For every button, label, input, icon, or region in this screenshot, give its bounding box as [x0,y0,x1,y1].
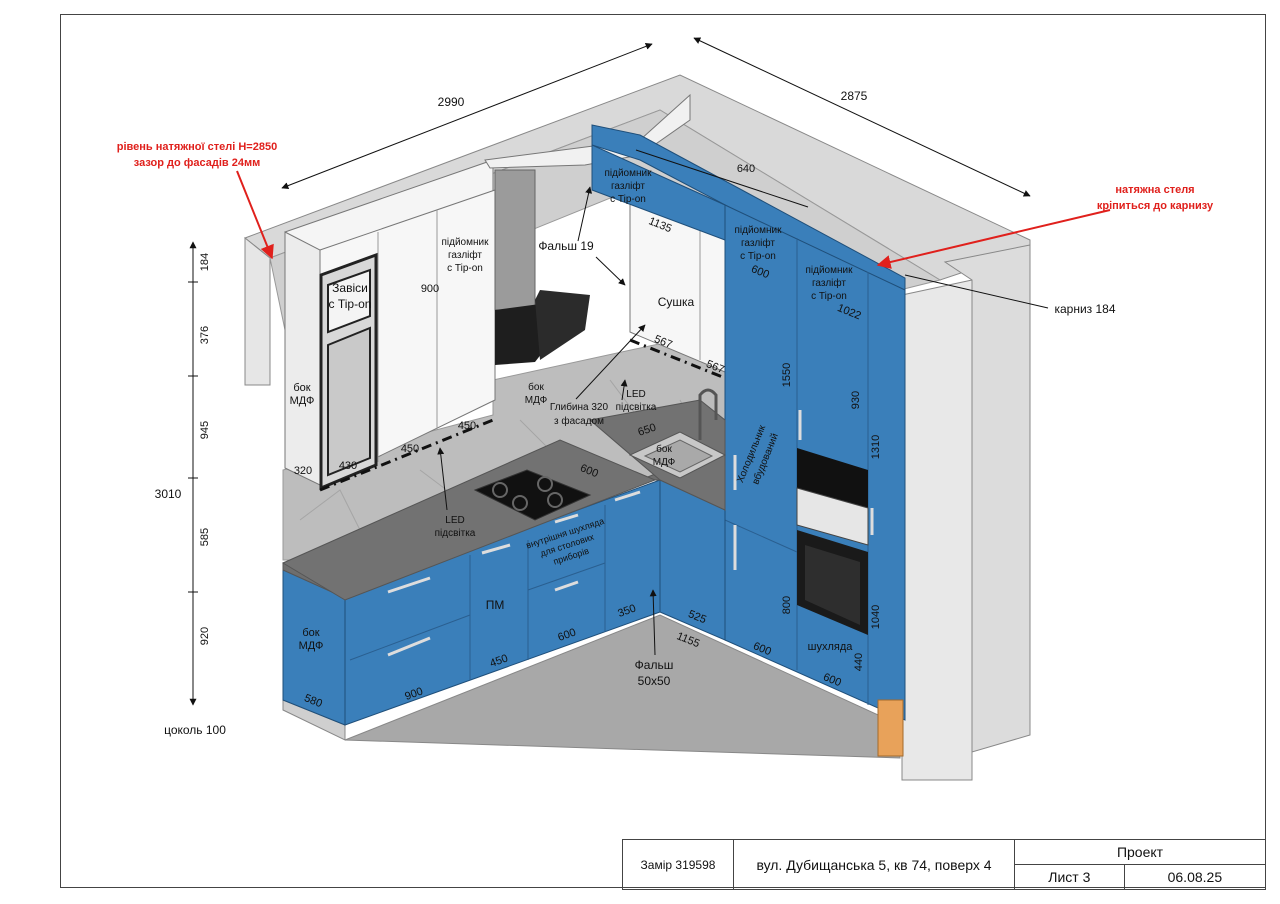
m-1040: 1040 [870,605,882,629]
leader-lines [437,186,657,656]
gaslift-d-1: підйомник [806,265,854,276]
side-mdf-low-2: МДФ [299,640,324,652]
m-450-low: 450 [488,652,509,670]
m-600-low: 600 [556,626,577,644]
led-a-2: підсвітка [616,402,657,413]
led-lines [319,338,726,492]
m-320: 320 [294,465,312,477]
hinges-label-1: Завіси [332,281,368,295]
gaslift-c-3: с Tip-on [740,251,776,262]
gaslift-b-1: підйомник [605,168,653,179]
dryer-label: Сушка [658,295,695,309]
red-arrows [236,170,1111,269]
drawer-label: шухляда [808,641,854,653]
base-cabinets [282,479,726,726]
gaslift-a-2: газліфт [448,249,482,261]
gaslift-b-3: с Tip-on [610,194,646,205]
hinges-label-2: с Tip-on [329,297,372,311]
m-440: 440 [853,653,865,671]
ceiling-cornice-note-1: натяжна стеля [1115,184,1194,196]
order-number: Замір 319598 [622,839,734,890]
m-930: 930 [850,391,862,409]
side-mdf-mid-2: МДФ [525,395,548,406]
dim-184: 184 [199,253,211,271]
falsh50-1: Фальш [635,658,674,672]
dimension-lines [188,37,1049,706]
date: 06.08.25 [1123,864,1267,890]
dimension-texts: 2990 2875 3010 184 376 945 585 920 цокол… [155,89,868,737]
m-430: 430 [339,460,357,472]
led-a-1: LED [626,389,645,400]
dim-945: 945 [199,421,211,439]
depth-label-2: з фасадом [554,415,604,427]
side-mdf-low-1: бок [302,627,319,639]
falsh19-label: Фальш 19 [538,239,594,253]
led-b-2: підсвітка [435,528,476,539]
gaslift-a-3: с Tip-on [447,263,483,274]
gas-hob [473,469,592,521]
address: вул. Дубищанська 5, кв 74, поверх 4 [733,839,1015,890]
m-450b: 450 [458,420,476,432]
gaslift-d-3: с Tip-on [811,291,847,302]
sheet-number: Лист 3 [1014,864,1125,890]
m-350: 350 [616,602,637,620]
m-650: 650 [636,422,657,439]
dim-2875: 2875 [841,89,868,103]
measure-texts: 900 450 450 430 320 640 1135 600 1022 56… [294,163,882,710]
plinth-label: цоколь 100 [164,723,226,737]
upper-white-cabinets [284,159,496,491]
title-block: Замір 319598 вул. Дубищанська 5, кв 74, … [622,839,1267,890]
side-mdf-sink-2: МДФ [653,457,676,468]
gaslift-b-2: газліфт [611,180,645,192]
depth-label-1: Глибина 320 [550,401,609,413]
ceiling-level-note-2: зазор до фасадів 24мм [134,157,261,169]
m-900-top: 900 [421,283,439,295]
m-900-low: 900 [403,685,424,703]
m-1310: 1310 [870,435,882,459]
side-mdf-sink-1: бок [656,443,672,455]
dim-2990: 2990 [438,95,465,109]
cornice-label: карниз 184 [1054,302,1115,316]
side-mdf-upper-2: МДФ [290,395,315,407]
m-450a: 450 [401,443,419,455]
side-mdf-upper-1: бок [293,382,310,394]
dishwasher-label: ПМ [486,598,505,612]
side-mdf-mid-1: бок [528,381,544,393]
ceiling-level-note-1: рівень натяжної стелі Н=2850 [117,141,277,153]
ceiling-cornice-note-2: кріпиться до карнизу [1097,200,1214,212]
m-1550: 1550 [781,363,793,387]
stage: Проект [1014,839,1266,865]
falsh50-2: 50х50 [638,674,671,688]
upper-blue-cabinets [591,124,906,721]
m-640: 640 [737,163,755,175]
m-800: 800 [781,596,793,614]
sink [628,388,727,479]
dim-3010: 3010 [155,487,182,501]
filler-panel [877,699,904,757]
gaslift-c-1: підйомник [735,225,783,236]
led-b-1: LED [445,515,464,526]
dim-376: 376 [199,326,211,344]
dim-920: 920 [199,627,211,645]
note-texts: рівень натяжної стелі Н=2850 зазор до фа… [117,141,1214,316]
gaslift-a-1: підйомник [442,237,490,248]
gaslift-d-2: газліфт [812,277,846,289]
dim-585: 585 [199,528,211,546]
gaslift-c-2: газліфт [741,237,775,249]
